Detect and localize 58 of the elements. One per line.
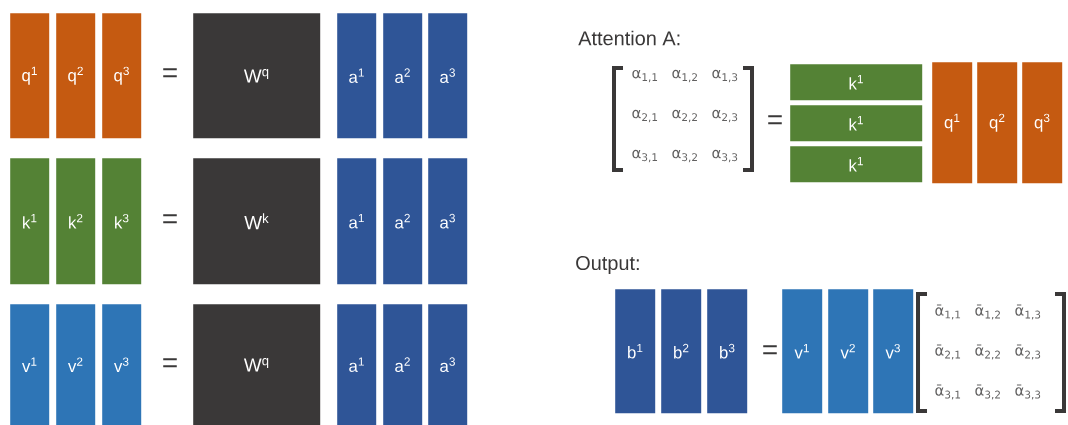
- vector-column: a$^{2}$: [383, 304, 423, 425]
- vector-column: q$^{1}$: [10, 13, 50, 139]
- matrix-entry: ᾱ$_{3,2}$: [975, 384, 1000, 400]
- matrix-entry: α$_{1,2}$: [672, 69, 697, 83]
- vector-column: a$^{3}$: [428, 304, 468, 425]
- weight-matrix-block: W$^{q}$: [193, 13, 321, 139]
- matrix-entry: ᾱ$_{3,3}$: [1015, 384, 1041, 400]
- vector-column: k$^{3}$: [102, 158, 142, 285]
- vector-column: q$^{2}$: [977, 62, 1018, 184]
- weight-matrix-block: W$^{q}$: [193, 304, 321, 425]
- matrix-entry: α$_{2,1}$: [632, 109, 658, 123]
- vector-column: v$^{1}$: [782, 289, 823, 414]
- matrix-entry: α$_{1,1}$: [632, 69, 658, 83]
- matrix-entry: ᾱ$_{2,2}$: [975, 344, 1000, 360]
- vector-column: b$^{3}$: [707, 289, 748, 414]
- vector-column: a$^{1}$: [337, 304, 377, 425]
- vector-column: v$^{1}$: [10, 304, 50, 425]
- vector-column: a$^{2}$: [383, 13, 423, 139]
- matrix-entry: ᾱ$_{2,3}$: [1015, 344, 1041, 360]
- vector-row: k$^{1}$: [790, 105, 923, 142]
- matrix-entry: α$_{3,1}$: [632, 149, 658, 163]
- matrix-entry: ᾱ$_{2,1}$: [935, 344, 961, 360]
- equals-sign: =: [768, 115, 782, 125]
- vector-column: k$^{2}$: [56, 158, 96, 285]
- vector-column: k$^{1}$: [10, 158, 50, 285]
- vector-column: a$^{1}$: [337, 158, 377, 285]
- vector-column: q$^{2}$: [56, 13, 96, 139]
- equals-sign: =: [163, 68, 177, 78]
- heading: Attention A:: [578, 30, 680, 46]
- matrix-entry: ᾱ$_{3,1}$: [935, 384, 961, 400]
- vector-column: v$^{3}$: [102, 304, 142, 425]
- equals-sign: =: [163, 358, 177, 368]
- vector-column: a$^{2}$: [383, 158, 423, 285]
- vector-column: v$^{3}$: [873, 289, 914, 414]
- vector-row: k$^{1}$: [790, 146, 923, 183]
- matrix-entry: α$_{3,3}$: [712, 149, 738, 163]
- vector-column: q$^{3}$: [102, 13, 142, 139]
- weight-matrix-block: W$^{k}$: [193, 158, 321, 285]
- vector-column: b$^{1}$: [615, 289, 656, 414]
- vector-column: v$^{2}$: [828, 289, 869, 414]
- matrix-entry: ᾱ$_{1,1}$: [935, 304, 961, 320]
- equals-sign: =: [163, 214, 177, 224]
- matrix-entry: ᾱ$_{1,2}$: [975, 304, 1000, 320]
- vector-column: q$^{1}$: [932, 62, 973, 184]
- matrix-entry: α$_{2,3}$: [712, 109, 738, 123]
- matrix-entry: ᾱ$_{1,3}$: [1015, 304, 1041, 320]
- vector-column: a$^{3}$: [428, 13, 468, 139]
- heading: Output:: [576, 256, 639, 275]
- matrix-entry: α$_{1,3}$: [712, 69, 738, 83]
- vector-column: q$^{3}$: [1022, 62, 1063, 184]
- vector-column: a$^{1}$: [337, 13, 377, 139]
- vector-column: v$^{2}$: [56, 304, 96, 425]
- matrix-entry: α$_{3,2}$: [672, 149, 697, 163]
- vector-row: k$^{1}$: [790, 64, 923, 101]
- matrix-entry: α$_{2,2}$: [672, 109, 697, 123]
- vector-column: b$^{2}$: [661, 289, 702, 414]
- vector-column: a$^{3}$: [428, 158, 468, 285]
- equals-sign: =: [763, 345, 777, 355]
